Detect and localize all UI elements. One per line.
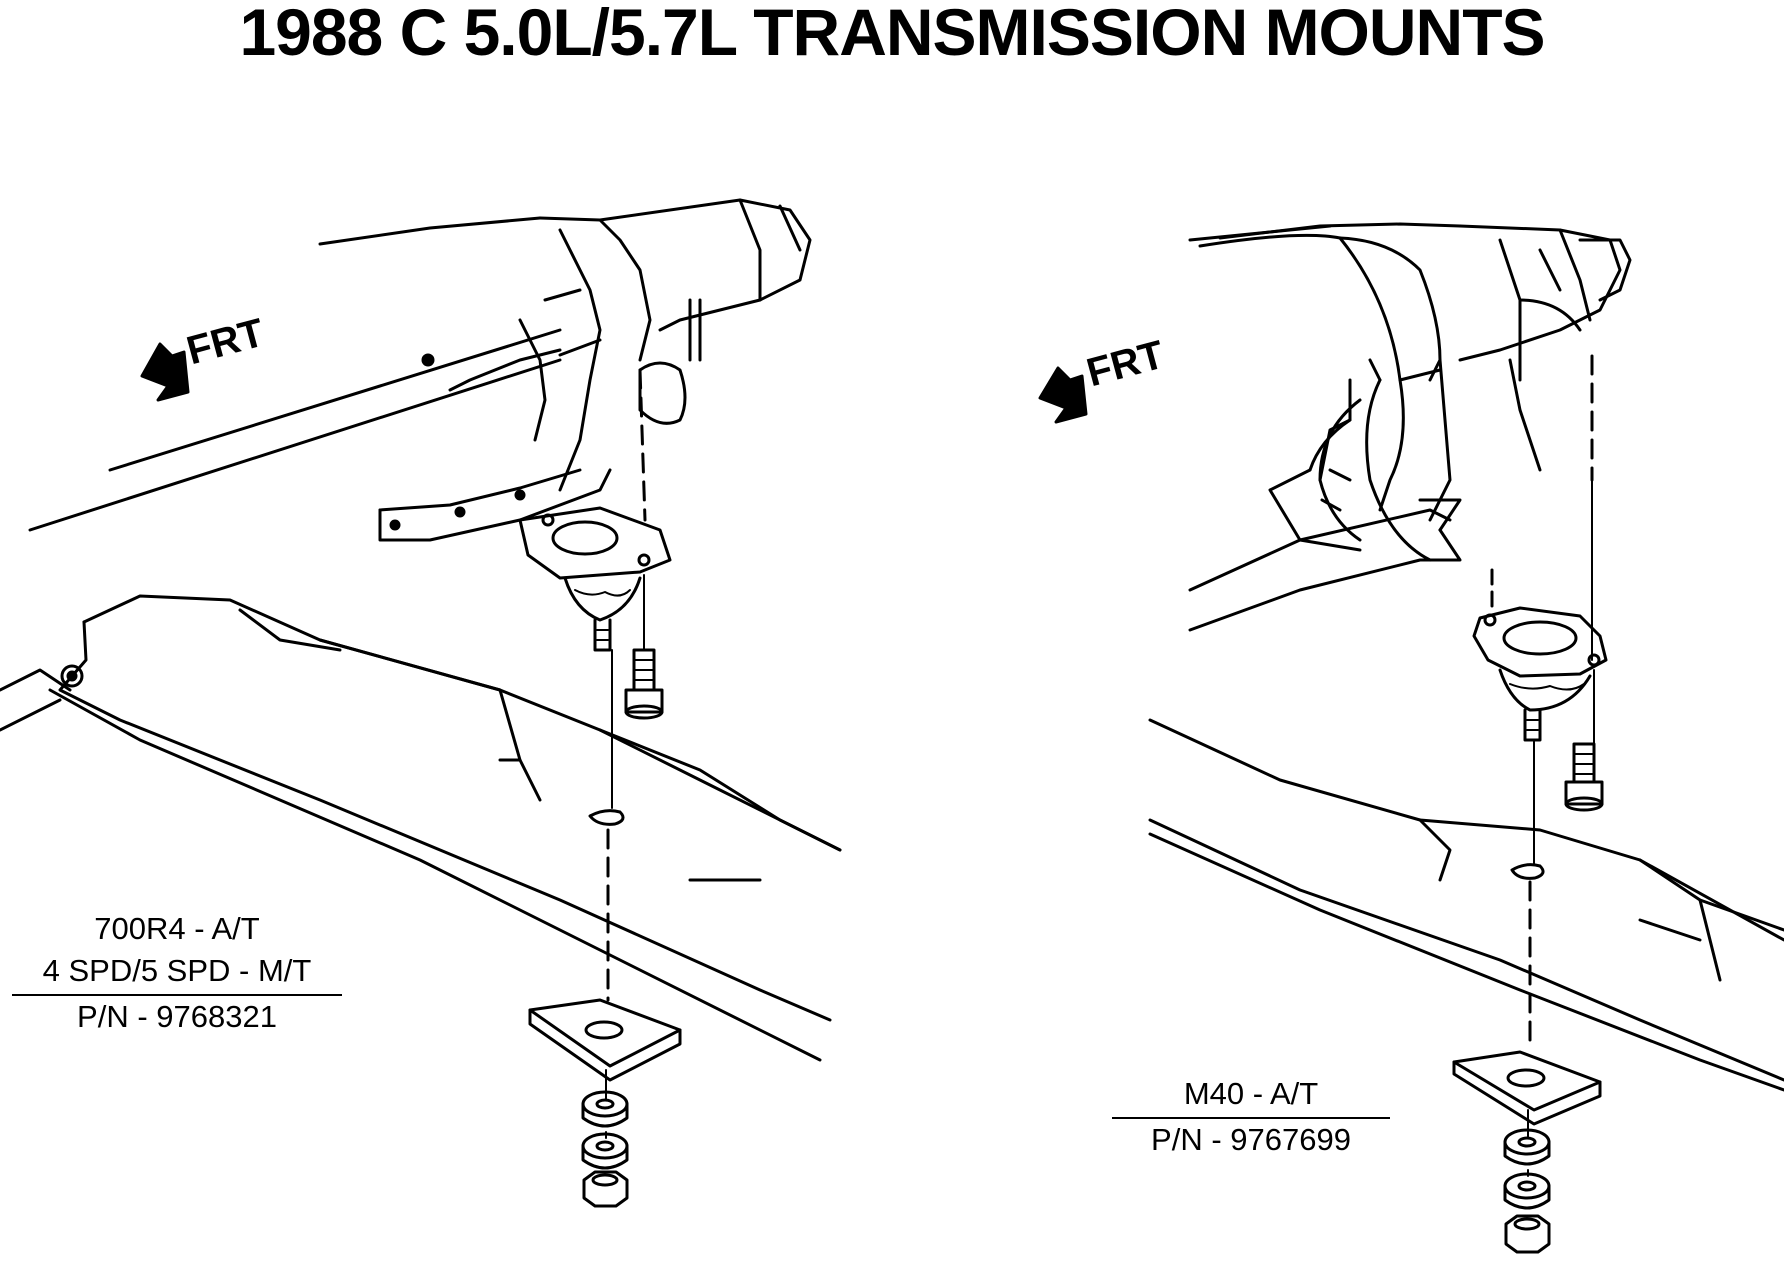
left-assembly — [0, 198, 842, 1208]
right-application-label-1: M40 - A/T — [1183, 1076, 1319, 1111]
right-front-arrow-icon — [1038, 366, 1088, 424]
right-mount — [1472, 354, 1608, 812]
right-assembly — [1038, 222, 1784, 1254]
diagram-title: 1988 C 5.0L/5.7L TRANSMISSION MOUNTS — [239, 0, 1545, 69]
right-hardware — [1452, 1050, 1602, 1254]
right-transmission — [1188, 222, 1632, 632]
right-label-divider — [1112, 1117, 1390, 1119]
right-label-block: M40 - A/T P/N - 9767699 — [1112, 1073, 1390, 1161]
left-label-divider — [12, 994, 342, 996]
left-crossmember — [0, 594, 842, 1062]
left-application-label-1: 700R4 - A/T — [94, 911, 260, 946]
left-mount — [518, 368, 672, 720]
left-application-label-2: 4 SPD/5 SPD - M/T — [42, 953, 312, 988]
left-front-arrow-icon — [140, 342, 190, 402]
left-transmission — [28, 198, 812, 542]
left-hardware — [528, 998, 682, 1208]
left-label-block: 700R4 - A/T 4 SPD/5 SPD - M/T P/N - 9768… — [12, 908, 342, 1038]
right-part-number: P/N - 9767699 — [1151, 1122, 1351, 1157]
right-crossmember — [1148, 718, 1784, 1092]
left-part-number: P/N - 9768321 — [77, 999, 277, 1034]
